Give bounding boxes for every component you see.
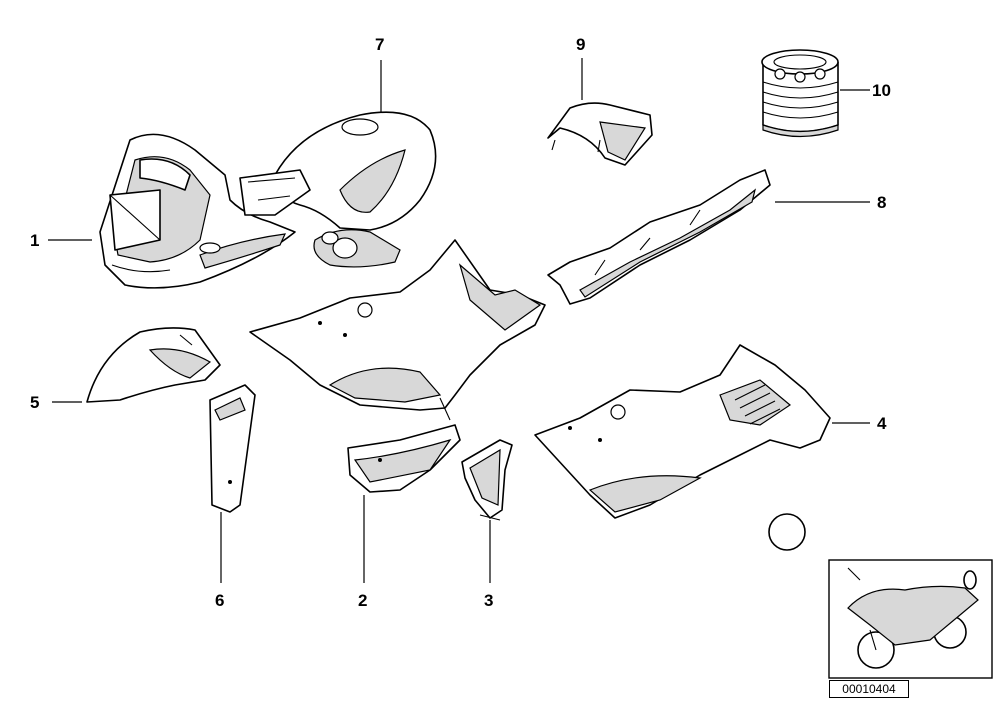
reference-number: 00010404 <box>829 680 909 698</box>
part-10-paint-can[interactable] <box>761 49 839 138</box>
callout-9: 9 <box>576 35 585 100</box>
callout-1: 1 <box>30 231 92 250</box>
callout-7: 7 <box>375 35 384 112</box>
callout-10: 10 <box>840 81 891 100</box>
svg-text:2: 2 <box>358 591 367 610</box>
svg-text:9: 9 <box>576 35 585 54</box>
motorcycle-thumbnail <box>828 559 993 679</box>
svg-text:5: 5 <box>30 393 39 412</box>
svg-text:10: 10 <box>872 81 891 100</box>
callout-8: 8 <box>775 193 886 212</box>
callout-2: 2 <box>358 495 367 610</box>
callout-5: 5 <box>30 393 82 412</box>
part-9-seat-cover[interactable] <box>547 102 653 166</box>
part-7-tank-cover[interactable] <box>239 111 437 268</box>
part-1-front-fairing[interactable] <box>99 133 296 289</box>
callout-6: 6 <box>215 512 224 610</box>
part-3-bracket[interactable] <box>461 439 513 521</box>
paint-sticker <box>768 513 806 551</box>
callout-4: 4 <box>832 414 887 433</box>
svg-text:4: 4 <box>877 414 887 433</box>
callout-3: 3 <box>484 520 493 610</box>
svg-text:1: 1 <box>30 231 39 250</box>
part-6-fork-cover[interactable] <box>209 384 256 513</box>
svg-text:8: 8 <box>877 193 886 212</box>
part-5-mudguard[interactable] <box>86 327 221 403</box>
svg-text:3: 3 <box>484 591 493 610</box>
svg-text:6: 6 <box>215 591 224 610</box>
part-2-side-panel[interactable] <box>249 239 546 493</box>
svg-text:7: 7 <box>375 35 384 54</box>
part-4-side-panel[interactable] <box>534 344 831 519</box>
part-8-side-trim[interactable] <box>547 169 771 305</box>
